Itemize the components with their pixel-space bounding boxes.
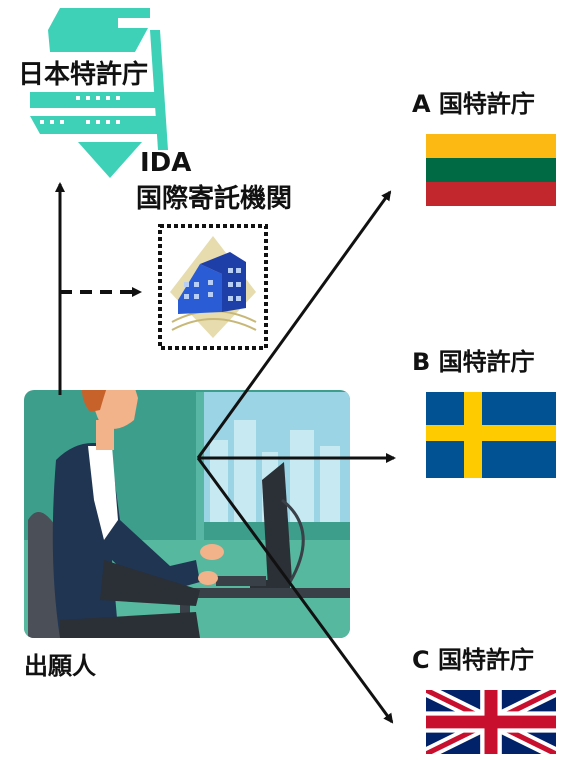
uk-flag <box>426 690 556 754</box>
arrow-to-office-a <box>196 190 392 459</box>
jpo-label: 日本特許庁 <box>18 60 149 90</box>
office-a-label: A 国特許庁 <box>412 90 535 118</box>
office-c-label: C 国特許庁 <box>412 646 534 674</box>
applicant-label: 出願人 <box>24 652 96 680</box>
office-b-label: B 国特許庁 <box>412 348 535 376</box>
jpo-logo <box>30 8 168 178</box>
depository-building-icon <box>158 224 268 350</box>
lithuania-flag <box>426 134 556 206</box>
applicant-illustration <box>24 390 350 638</box>
ida-label: 国際寄託機関 <box>136 184 293 214</box>
arrow-to-office-c <box>196 457 394 724</box>
ida-abbr-label: IDA <box>140 148 192 178</box>
sweden-flag <box>426 392 556 478</box>
